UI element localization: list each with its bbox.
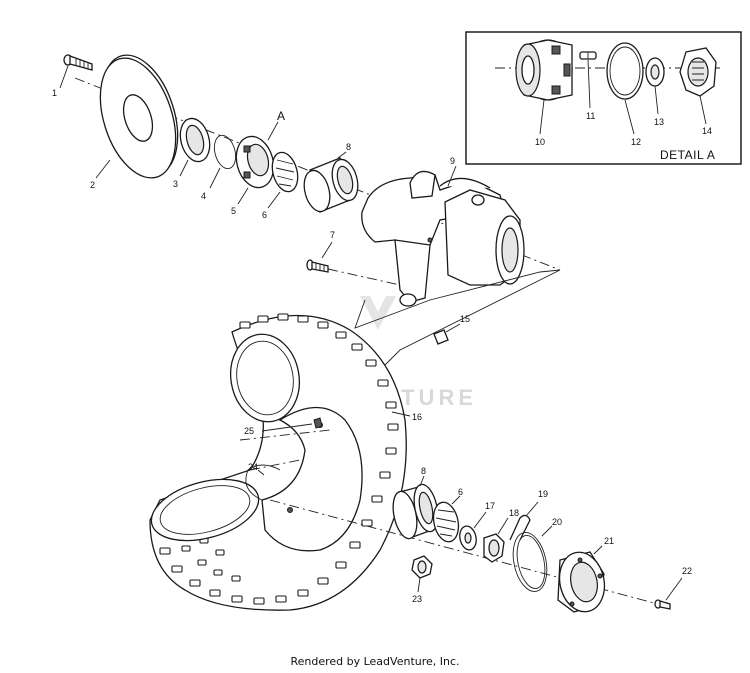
part-17-washer: 17: [459, 501, 495, 551]
callout-3: 3: [173, 179, 178, 189]
part-20-o-ring: 20: [512, 517, 562, 592]
callout-16: 16: [412, 412, 422, 422]
callout-14: 14: [702, 126, 712, 136]
callout-8-upper: 8: [346, 142, 351, 152]
callout-10: 10: [535, 137, 545, 147]
callout-7: 7: [330, 230, 335, 240]
part-10-hub: [515, 39, 573, 101]
callout-9: 9: [450, 156, 455, 166]
assembly-bracket-line: [354, 269, 561, 366]
callout-22: 22: [682, 566, 692, 576]
callout-13: 13: [654, 117, 664, 127]
callout-11: 11: [586, 111, 595, 121]
part-8-race-upper: 8: [303, 142, 359, 213]
part-4-ring: 4: [201, 134, 237, 201]
part-18-nut: 18: [483, 508, 519, 563]
callout-17: 17: [485, 501, 495, 511]
detail-a-title: DETAIL A: [660, 148, 715, 162]
part-7-bolt: 7: [306, 230, 401, 286]
callout-24: 24: [248, 462, 258, 472]
part-19-cotter-pin: 19: [509, 489, 548, 541]
callout-6-upper: 6: [262, 210, 267, 220]
part-5-hub: 5 A: [231, 109, 285, 216]
callout-2: 2: [90, 180, 95, 190]
callout-1: 1: [52, 88, 57, 98]
callout-4: 4: [201, 191, 206, 201]
callout-12: 12: [631, 137, 641, 147]
callout-20: 20: [552, 517, 562, 527]
detail-a-marker: A: [277, 109, 285, 123]
callout-18: 18: [509, 508, 519, 518]
part-2-brake-disc: 2: [90, 54, 179, 190]
callout-15: 15: [460, 314, 470, 324]
part-23-lug-nut: 23: [411, 555, 433, 604]
footer-credit: Rendered by LeadVenture, Inc.: [290, 655, 460, 668]
callout-8-lower: 8: [421, 466, 426, 476]
callout-21: 21: [604, 536, 614, 546]
part-22-screw: 22: [654, 566, 692, 610]
part-11-pin: [579, 51, 597, 60]
part-14-nut: [679, 47, 717, 97]
part-13-washer: [645, 57, 665, 87]
part-16-tire: 16: [149, 313, 422, 611]
part-9-spindle: 9: [361, 156, 525, 307]
part-1-bolt: 1: [52, 54, 93, 98]
part-15-fitting: 15: [433, 314, 470, 345]
part-3-seal: 3: [173, 117, 211, 189]
callout-19: 19: [538, 489, 548, 499]
part-6-bearing-lower: 6: [432, 487, 463, 543]
part-12-ring: [606, 42, 644, 100]
callout-5: 5: [231, 206, 236, 216]
callout-23: 23: [412, 594, 422, 604]
detail-a-panel: DETAIL A: [465, 31, 742, 165]
part-6-bearing-upper: 6: [262, 151, 299, 220]
callout-25: 25: [244, 426, 254, 436]
callout-6-lower: 6: [458, 487, 463, 497]
part-25-valve-stem: 25: [244, 417, 323, 436]
part-21-hub-cap: 21: [557, 536, 614, 613]
